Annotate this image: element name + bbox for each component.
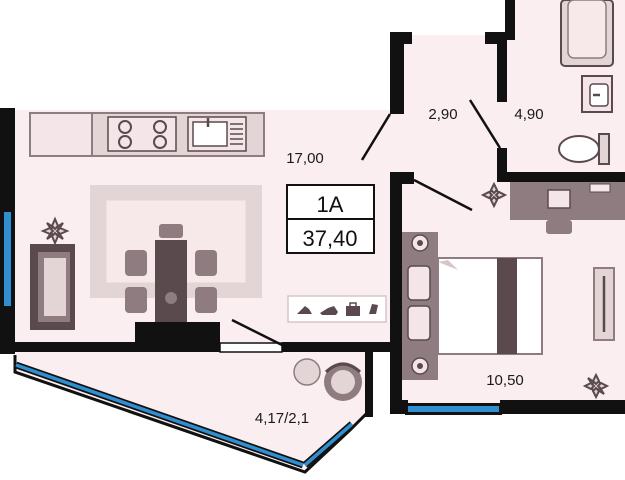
balcony-outline	[13, 350, 370, 474]
area-bedroom: 10,50	[486, 372, 524, 389]
balcony-floor	[15, 350, 368, 470]
wall-hall-top-left	[390, 32, 412, 44]
wardrobe	[593, 267, 615, 341]
bag-icon	[346, 306, 360, 316]
wall-bath-left	[497, 148, 507, 176]
unit-name: 1A	[317, 192, 344, 217]
door-bedroom	[413, 178, 473, 212]
wall-column	[135, 322, 220, 344]
wall-hall-right	[497, 32, 507, 102]
shoes-icon	[297, 306, 312, 314]
plant-bedroom	[480, 181, 508, 209]
door-entry	[360, 113, 392, 161]
balcony-door	[219, 342, 283, 353]
toilet-icon	[558, 133, 610, 165]
area-bathroom: 4,90	[514, 106, 543, 123]
wall-bath-top-corner	[505, 0, 515, 40]
washbasin	[581, 75, 613, 113]
wall-living-bottom-2	[282, 342, 402, 352]
plant-bedroom-2	[582, 372, 610, 400]
wall-bedroom-bottom-left	[390, 400, 408, 414]
wall-bedroom-left	[390, 172, 402, 410]
windows	[0, 210, 502, 415]
wall-bedroom-bottom-right	[500, 400, 625, 414]
wall-bedroom-top-right	[497, 172, 625, 182]
door-bathroom	[468, 99, 502, 149]
doors	[231, 99, 502, 347]
area-hall: 2,90	[428, 106, 457, 123]
kitchen-counter	[29, 112, 265, 157]
balcony-window	[14, 361, 355, 469]
plant-icon	[40, 216, 70, 246]
unit-total-area: 37,40	[302, 226, 357, 251]
balcony-chairs	[293, 358, 362, 401]
bathtub-icon	[560, 0, 614, 67]
area-balcony: 4,17/2,1	[255, 410, 309, 427]
dining-table	[125, 224, 217, 322]
unit-label: 1A 37,40	[286, 184, 375, 254]
hall-floor	[397, 35, 505, 175]
wall-living-bottom	[0, 342, 220, 352]
sink-icon	[187, 116, 247, 152]
desk	[510, 182, 625, 234]
bed	[402, 232, 543, 380]
area-kitchen-living: 17,00	[286, 150, 324, 167]
door-balcony	[231, 318, 283, 347]
sofa	[30, 244, 75, 330]
wall-hall-left-top	[390, 32, 404, 114]
shoe-rack	[287, 295, 387, 323]
